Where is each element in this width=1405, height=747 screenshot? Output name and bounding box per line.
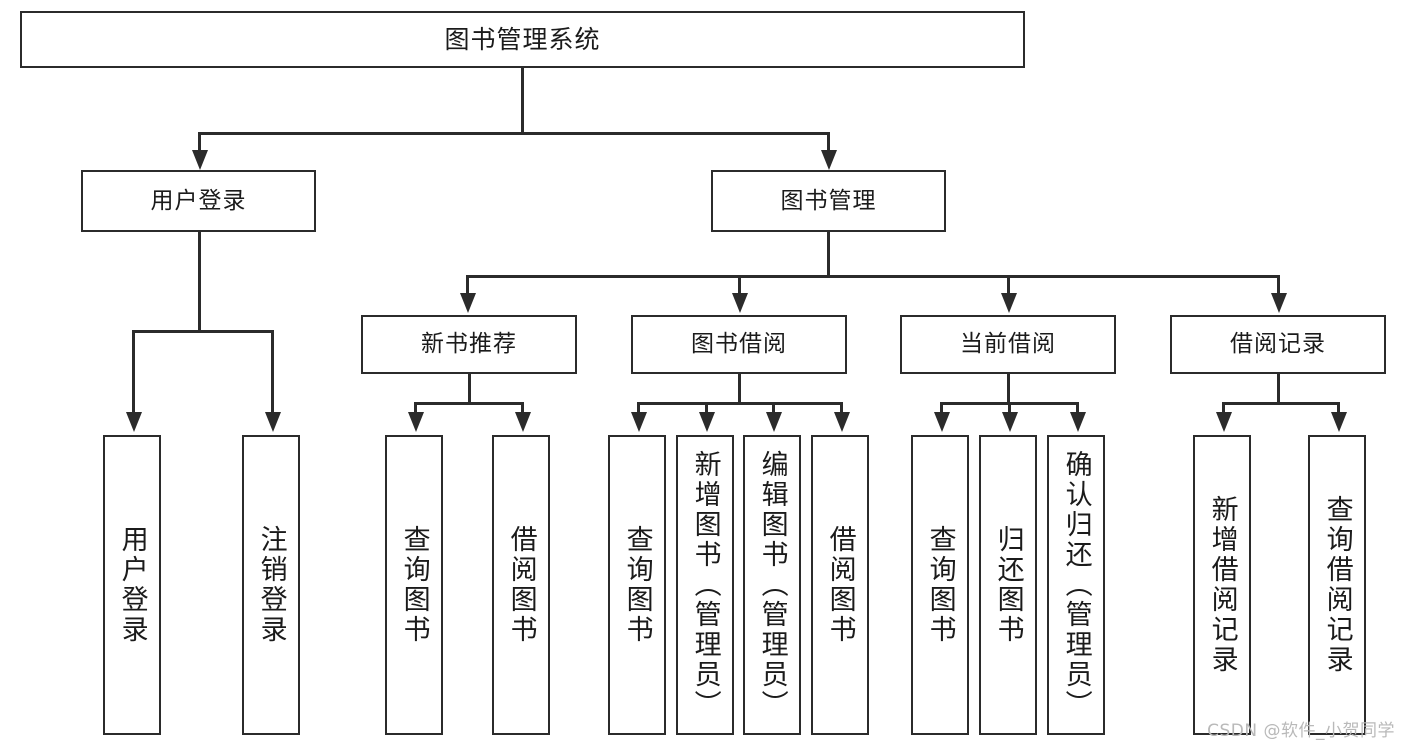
node-leaf-current-return[interactable]: 归还图书 [979,435,1037,735]
arrowhead-root-to-book-manage [820,150,837,170]
connector-new-book-to-leaf2 [521,402,524,416]
arrowhead-book-manage-to-new-book [459,293,476,313]
node-current-borrow[interactable]: 当前借阅 [900,315,1116,374]
node-book-manage[interactable]: 图书管理 [711,170,946,232]
node-leaf-current-confirm[interactable]: 确认归还（管理员） [1047,435,1105,735]
node-book-manage-label: 图书管理 [780,187,877,214]
arrowhead-borrow-to-leaf4 [833,412,850,432]
connector-borrow-to-leaf3 [772,402,775,416]
node-current-borrow-label: 当前借阅 [960,331,1056,357]
arrowhead-record-to-leaf1 [1215,412,1232,432]
node-new-book-label: 新书推荐 [421,331,517,357]
arrowhead-root-to-user-login [191,150,208,170]
watermark: CSDN @软件_小贺同学 [1207,721,1395,741]
node-leaf-newbook-borrow-label: 借阅图书 [505,525,537,645]
node-leaf-borrow-query-label: 查询图书 [621,525,653,645]
arrowhead-current-to-leaf2 [1001,412,1018,432]
arrowhead-current-to-leaf3 [1069,412,1086,432]
node-leaf-borrow-borrow[interactable]: 借阅图书 [811,435,869,735]
connector-new-book-to-leaf1 [414,402,417,416]
node-leaf-borrow-borrow-label: 借阅图书 [824,525,856,645]
connector-current-to-leaf2 [1008,402,1011,416]
connector-root-stem [521,68,524,132]
connector-root-to-user-login [198,132,201,158]
connector-current-to-leaf3 [1076,402,1079,416]
node-leaf-borrow-add-label: 新增图书（管理员） [689,450,721,720]
connector-record-stem [1277,374,1280,402]
node-new-book[interactable]: 新书推荐 [361,315,577,374]
node-leaf-logout[interactable]: 注销登录 [242,435,300,735]
connector-record-bus [1222,402,1340,405]
connector-record-to-leaf1 [1222,402,1225,416]
node-root-label: 图书管理系统 [444,25,601,54]
node-leaf-current-confirm-label: 确认归还（管理员） [1060,450,1092,720]
node-leaf-user-login-label: 用户登录 [116,525,148,645]
node-leaf-record-add-label: 新增借阅记录 [1206,495,1238,675]
connector-user-login-to-leaf1 [132,330,135,416]
connector-book-manage-bus [466,275,1278,278]
connector-book-manage-to-current [1007,275,1010,297]
node-leaf-record-query[interactable]: 查询借阅记录 [1308,435,1366,735]
node-leaf-current-query-label: 查询图书 [924,525,956,645]
connector-user-login-to-leaf2 [271,330,274,416]
node-leaf-logout-label: 注销登录 [255,525,287,645]
arrowhead-borrow-to-leaf1 [630,412,647,432]
node-user-login[interactable]: 用户登录 [81,170,316,232]
arrowhead-borrow-to-leaf3 [765,412,782,432]
connector-new-book-stem [468,374,471,402]
connector-borrow-to-leaf4 [840,402,843,416]
node-leaf-record-query-label: 查询借阅记录 [1321,495,1353,675]
arrowhead-user-login-to-leaf2 [264,412,281,432]
node-leaf-newbook-query-label: 查询图书 [398,525,430,645]
arrowhead-current-to-leaf1 [933,412,950,432]
connector-borrow-to-leaf2 [705,402,708,416]
node-user-login-label: 用户登录 [150,187,247,214]
arrowhead-new-book-to-leaf2 [514,412,531,432]
arrowhead-user-login-to-leaf1 [125,412,142,432]
node-root[interactable]: 图书管理系统 [20,11,1025,68]
node-borrow-record[interactable]: 借阅记录 [1170,315,1386,374]
node-book-borrow[interactable]: 图书借阅 [631,315,847,374]
connector-record-to-leaf2 [1337,402,1340,416]
arrowhead-new-book-to-leaf1 [407,412,424,432]
node-leaf-borrow-query[interactable]: 查询图书 [608,435,666,735]
connector-current-stem [1007,374,1010,402]
node-leaf-current-query[interactable]: 查询图书 [911,435,969,735]
connector-root-bus [198,132,830,135]
connector-borrow-bus [637,402,842,405]
connector-root-to-book-manage [827,132,830,158]
arrowhead-book-manage-to-borrow [731,293,748,313]
arrowhead-record-to-leaf2 [1330,412,1347,432]
connector-user-login-bus [132,330,274,333]
node-leaf-newbook-query[interactable]: 查询图书 [385,435,443,735]
node-borrow-record-label: 借阅记录 [1230,331,1326,357]
connector-borrow-to-leaf1 [637,402,640,416]
connector-book-manage-to-record [1277,275,1280,297]
node-book-borrow-label: 图书借阅 [691,331,787,357]
node-leaf-borrow-add[interactable]: 新增图书（管理员） [676,435,734,735]
connector-book-manage-stem [827,232,830,275]
arrowhead-borrow-to-leaf2 [698,412,715,432]
arrowhead-book-manage-to-record [1270,293,1287,313]
node-leaf-current-return-label: 归还图书 [992,525,1024,645]
node-leaf-newbook-borrow[interactable]: 借阅图书 [492,435,550,735]
connector-borrow-stem [738,374,741,402]
connector-new-book-bus [414,402,524,405]
connector-user-login-stem [198,232,201,330]
connector-current-to-leaf1 [940,402,943,416]
node-leaf-borrow-edit[interactable]: 编辑图书（管理员） [743,435,801,735]
node-leaf-user-login[interactable]: 用户登录 [103,435,161,735]
arrowhead-book-manage-to-current [1000,293,1017,313]
connector-book-manage-to-borrow [738,275,741,297]
connector-book-manage-to-new-book [466,275,469,297]
node-leaf-borrow-edit-label: 编辑图书（管理员） [756,450,788,720]
node-leaf-record-add[interactable]: 新增借阅记录 [1193,435,1251,735]
